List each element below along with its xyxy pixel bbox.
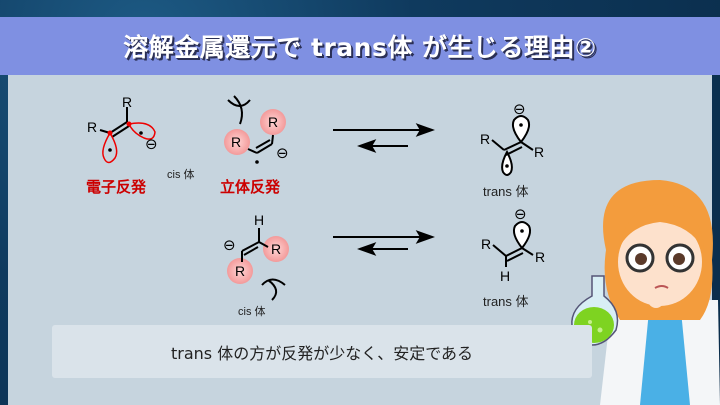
- substituent-r: R: [480, 131, 490, 147]
- substituent-r: R: [535, 249, 545, 265]
- negative-charge: ⊖: [276, 145, 289, 162]
- cis-steric-structure: [224, 95, 286, 164]
- hydrogen-label: H: [500, 268, 510, 284]
- conclusion-text: trans 体の方が反発が少なく、安定である: [170, 343, 474, 363]
- scientist-illustration: [571, 180, 720, 405]
- substituent-r: R: [122, 94, 132, 110]
- negative-charge: ⊖: [145, 136, 158, 153]
- trans-label: trans 体: [483, 294, 529, 309]
- substituent-r: R: [87, 119, 97, 135]
- cis-label: cis 体: [167, 167, 195, 181]
- cis-label: cis 体: [238, 304, 266, 318]
- equilibrium-arrow: [333, 123, 435, 256]
- hydrogen-label: H: [254, 212, 264, 228]
- trans-label: trans 体: [483, 184, 529, 199]
- substituent-r: R: [268, 114, 278, 130]
- trans-structure: [491, 115, 534, 176]
- trans-structure-bottom: [492, 221, 534, 267]
- substituent-r: R: [534, 144, 544, 160]
- negative-charge: ⊖: [513, 101, 526, 118]
- electronic-repulsion-label: 電子反発: [86, 178, 147, 196]
- title-bar: 溶解金属還元で trans体 が生じる理由②: [0, 17, 720, 75]
- negative-charge: ⊖: [223, 237, 236, 254]
- substituent-r: R: [481, 236, 491, 252]
- steric-repulsion-label: 立体反発: [220, 178, 281, 196]
- substituent-r: R: [235, 263, 245, 279]
- cis-structure-bottom: [227, 228, 289, 301]
- substituent-r: R: [231, 134, 241, 150]
- substituent-r: R: [271, 241, 281, 257]
- page-title: 溶解金属還元で trans体 が生じる理由②: [123, 33, 597, 62]
- conclusion-note: trans 体の方が反発が少なく、安定である: [52, 325, 592, 378]
- negative-charge: ⊖: [514, 206, 527, 223]
